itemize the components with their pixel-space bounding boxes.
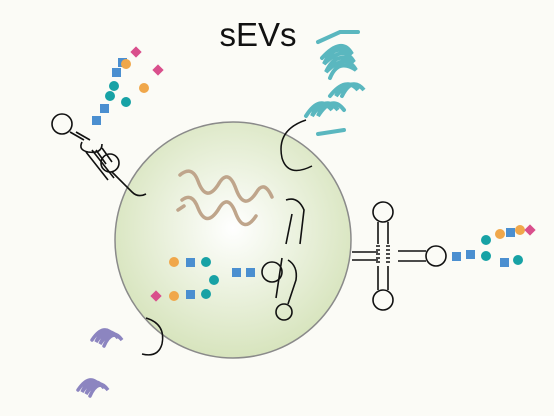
glycan-top-left xyxy=(92,46,164,125)
vesicle xyxy=(114,121,352,359)
surface-protein-purple xyxy=(76,328,124,398)
rna-hairpin-top-left xyxy=(51,113,147,197)
rna-cloverleaf-right xyxy=(352,201,447,311)
glycan-right xyxy=(452,224,536,267)
diagram-title: sEVs xyxy=(219,16,297,53)
rna-junction-inner xyxy=(261,198,305,321)
inner-protein-tan xyxy=(176,169,274,227)
teal-protein-anchor xyxy=(280,119,313,172)
surface-protein-teal xyxy=(304,30,366,136)
glycan-inner xyxy=(150,257,255,302)
purple-protein-anchor xyxy=(141,317,164,356)
